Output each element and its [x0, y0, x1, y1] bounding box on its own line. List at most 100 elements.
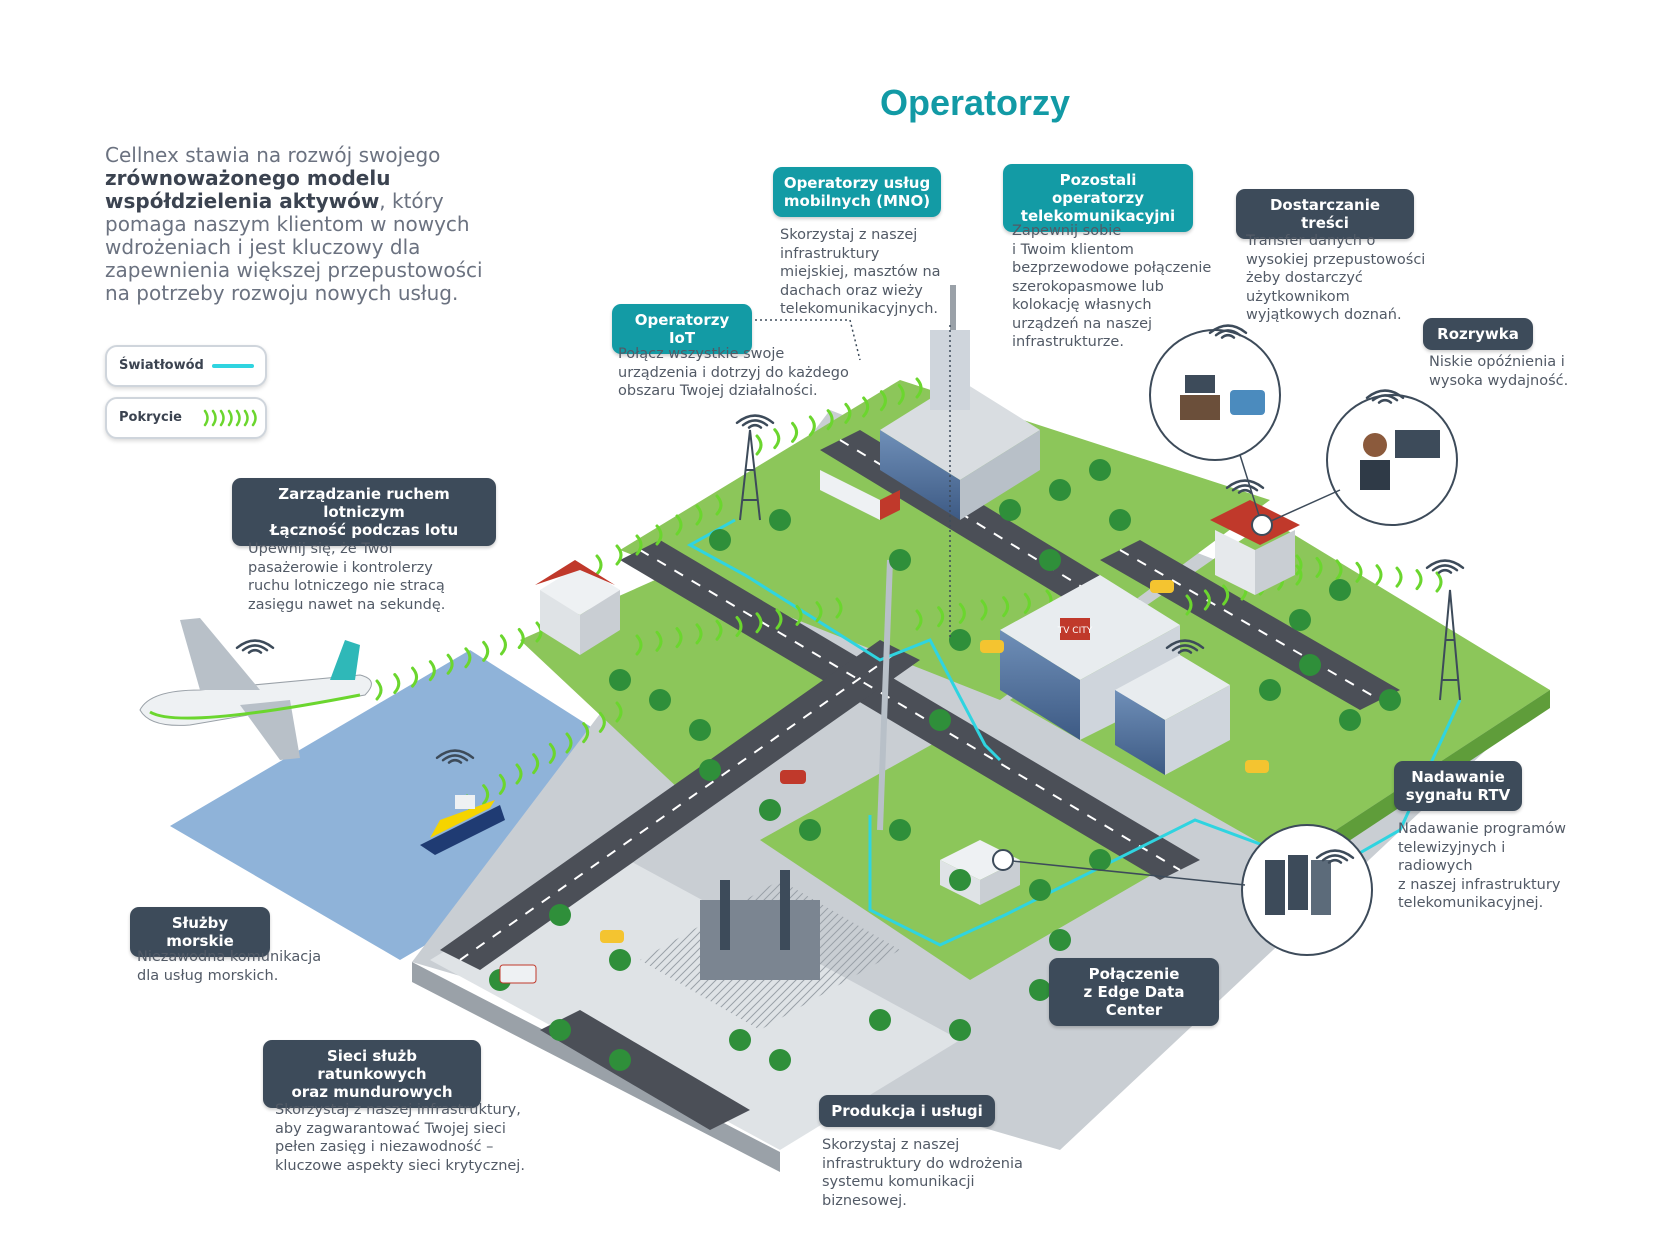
coverage-arc	[695, 504, 703, 526]
wifi-arc	[1231, 484, 1259, 492]
tree	[949, 1019, 971, 1041]
coverage-arc	[1315, 556, 1323, 578]
tree	[1339, 709, 1361, 731]
coverage-arc	[755, 434, 763, 456]
coverage-arc	[1355, 561, 1363, 583]
coverage-arc	[1203, 589, 1211, 611]
tree-icon	[489, 459, 1401, 1071]
connector-lines	[750, 319, 1341, 886]
wifi-arc	[735, 414, 775, 425]
coverage-arc	[808, 415, 816, 437]
wifi-arc	[1171, 644, 1199, 652]
coverage-arc	[582, 722, 590, 744]
tree	[799, 819, 821, 841]
coverage-arc	[499, 634, 507, 656]
tree	[889, 819, 911, 841]
legend-fiber-label: Światłowód	[119, 358, 204, 373]
coverage-arc	[535, 621, 543, 643]
desc-broadcast: Nadawanie programów telewizyjnych i radi…	[1398, 821, 1566, 911]
tree	[729, 1029, 751, 1051]
badge-entertainment: Rozrywka	[1423, 318, 1533, 350]
cell-tower-icon	[877, 559, 893, 831]
badge-emergency: Sieci służb ratunkowych oraz mundurowych	[263, 1040, 481, 1108]
badge-production: Produkcja i usługi	[819, 1095, 995, 1127]
coverage-arc	[482, 784, 490, 806]
base-side	[412, 962, 780, 1172]
coverage-arc	[428, 660, 436, 682]
coverage-arc	[565, 732, 573, 754]
coverage-arc	[1395, 566, 1403, 588]
fiber-line-icon	[212, 364, 254, 368]
desc-maritime: Niezawodna komunikacja dla usług morskic…	[137, 949, 322, 984]
coverage-arc	[835, 597, 843, 619]
tree	[689, 719, 711, 741]
coverage-arc	[773, 428, 781, 450]
wifi-arc	[1165, 639, 1205, 650]
coverage-arc	[775, 608, 783, 630]
tree	[1089, 849, 1111, 871]
badge-air: Zarządzanie ruchem lotniczym Łączność po…	[232, 478, 496, 546]
coverage-arc	[915, 377, 923, 399]
desc-air: Upewnij się, że Twoi pasażerowie i kontr…	[248, 541, 446, 613]
coverage-arc	[1023, 592, 1031, 614]
coverage-arc	[715, 494, 723, 516]
coverage-arc	[1295, 554, 1303, 576]
tree	[1029, 879, 1051, 901]
wifi-arc	[741, 419, 769, 427]
wifi-arc	[747, 423, 763, 429]
coverage-arc	[980, 599, 988, 621]
legend-coverage: Pokrycie	[105, 397, 267, 439]
tree	[1039, 549, 1061, 571]
coverage-arc	[517, 627, 525, 649]
tree	[1259, 679, 1281, 701]
coverage-arc	[393, 673, 401, 695]
tree	[1289, 609, 1311, 631]
desc-iot: Połącz wszystkie swoje urządzenia i dotr…	[618, 346, 849, 399]
intro-text: Cellnex stawia na rozwój swojego zrównow…	[105, 144, 505, 305]
tree	[649, 689, 671, 711]
coverage-arc	[1415, 569, 1423, 591]
badge-iot: Operatorzy IoT	[612, 304, 752, 354]
badge-content: Dostarczanie treści	[1236, 189, 1414, 239]
tree	[609, 1049, 631, 1071]
badge-telecom: Pozostali operatorzy telekomunikacyjni	[1003, 164, 1193, 232]
wifi-arc	[1225, 479, 1265, 490]
connector-dot	[1251, 514, 1273, 536]
coverage-arc	[598, 711, 606, 733]
connector-dot	[992, 849, 1014, 871]
coverage-arc	[1185, 594, 1193, 616]
boat-icon	[420, 795, 505, 855]
tree	[1379, 689, 1401, 711]
intro-part-1: Cellnex stawia na rozwój swojego	[105, 143, 441, 167]
coverage-arc	[675, 627, 683, 649]
wifi-arc	[235, 639, 275, 650]
coverage-arc	[795, 604, 803, 626]
tree	[1029, 979, 1051, 1001]
intro-part-2: , który pomaga naszym klientom w nowych …	[105, 189, 483, 305]
coverage-arc	[879, 390, 887, 412]
wifi-arc	[447, 758, 463, 764]
tree	[929, 709, 951, 731]
tree	[1049, 929, 1071, 951]
car-icon	[600, 580, 1269, 943]
wifi-arc	[1208, 324, 1248, 335]
road-markings	[459, 439, 1381, 961]
badge-broadcast: Nadawanie sygnału RTV	[1394, 761, 1522, 811]
office-building-icon	[880, 285, 1040, 520]
wifi-arc	[1177, 648, 1193, 654]
coverage-arc	[915, 609, 923, 631]
coverage-waves-icon	[203, 409, 257, 427]
desc-mno: Skorzystaj z naszej infrastruktury miejs…	[780, 227, 941, 317]
coverage-arc	[548, 742, 556, 764]
badge-edge: Połączenie z Edge Data Center	[1049, 958, 1219, 1026]
tree	[769, 1049, 791, 1071]
coverage-arc	[1222, 584, 1230, 606]
coverage-arc	[844, 402, 852, 424]
coverage-arc	[595, 554, 603, 576]
desc-entertainment: Niskie opóźnienia i wysoka wydajność.	[1429, 354, 1569, 389]
tree	[709, 529, 731, 551]
intro-bold: zrównoważonego modelu współdzielenia akt…	[105, 166, 391, 213]
tree	[1089, 459, 1111, 481]
coverage-arc	[482, 640, 490, 662]
tree	[869, 1009, 891, 1031]
